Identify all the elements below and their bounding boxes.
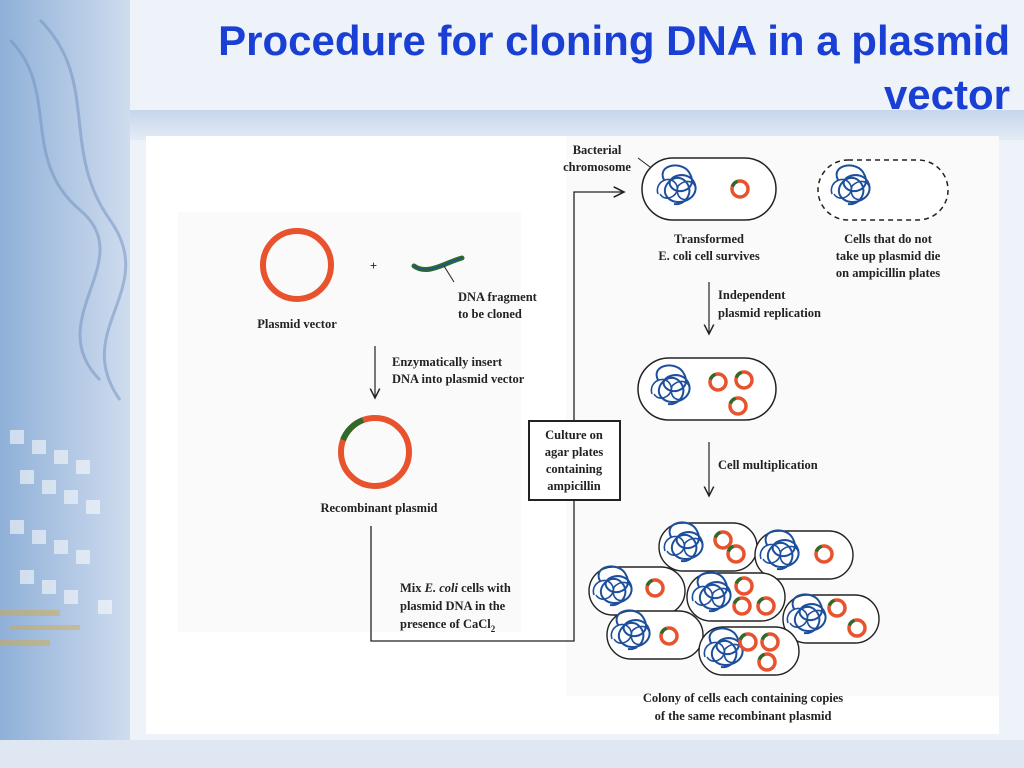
mix-step-label: Mix E. coli cells with xyxy=(400,581,511,595)
mix-step-label-2: plasmid DNA in the xyxy=(400,599,506,613)
dna-fragment-label-2: to be cloned xyxy=(458,307,522,321)
independent-label-2: plasmid replication xyxy=(718,306,821,320)
colony xyxy=(588,521,880,676)
plasmid-vector-ring xyxy=(260,228,334,302)
slide-title-line1: Procedure for cloning DNA in a plasmid xyxy=(218,17,1010,64)
non-transformed-cell xyxy=(817,159,949,221)
colony-label-2: of the same recombinant plasmid xyxy=(655,709,832,723)
culture-label: Culture on xyxy=(545,428,603,442)
recombinant-plasmid-ring xyxy=(338,415,412,489)
slide-title: Procedure for cloning DNA in a plasmid v… xyxy=(110,14,1010,122)
colony-label: Colony of cells each containing copies xyxy=(643,691,843,705)
cloning-diagram: Plasmid vector + DNA fragment to be clon… xyxy=(146,136,999,734)
culture-box xyxy=(528,420,621,501)
plus-sign: + xyxy=(370,259,377,273)
dna-fragment-label: DNA fragment xyxy=(458,290,538,304)
culture-label-4: ampicillin xyxy=(547,479,601,493)
culture-label-3: containing xyxy=(546,462,603,476)
insert-step-label-2: DNA into plasmid vector xyxy=(392,372,525,386)
transformed-label: Transformed xyxy=(674,232,744,246)
mix-connector xyxy=(370,192,624,642)
cell-multiplication-label: Cell multiplication xyxy=(718,458,818,472)
bacterial-chromosome-label-2: chromosome xyxy=(563,160,631,174)
no-plasmid-label-3: on ampicillin plates xyxy=(836,266,940,280)
transformed-label-2: E. coli cell survives xyxy=(658,249,760,263)
transformed-cell xyxy=(641,157,777,221)
recombinant-plasmid-label: Recombinant plasmid xyxy=(320,501,437,515)
insert-step-label: Enzymatically insert xyxy=(392,355,503,369)
independent-label: Independent xyxy=(718,288,786,302)
no-plasmid-label-2: take up plasmid die xyxy=(836,249,941,263)
mix-step-label-3: presence of CaCl2 xyxy=(400,617,496,634)
plasmid-vector-label: Plasmid vector xyxy=(257,317,337,331)
left-panel xyxy=(178,212,521,632)
bacterial-chromosome-label: Bacterial xyxy=(573,143,622,157)
slide-title-line2: vector xyxy=(883,71,1010,118)
no-plasmid-label: Cells that do not xyxy=(844,232,933,246)
culture-label-2: agar plates xyxy=(545,445,604,459)
